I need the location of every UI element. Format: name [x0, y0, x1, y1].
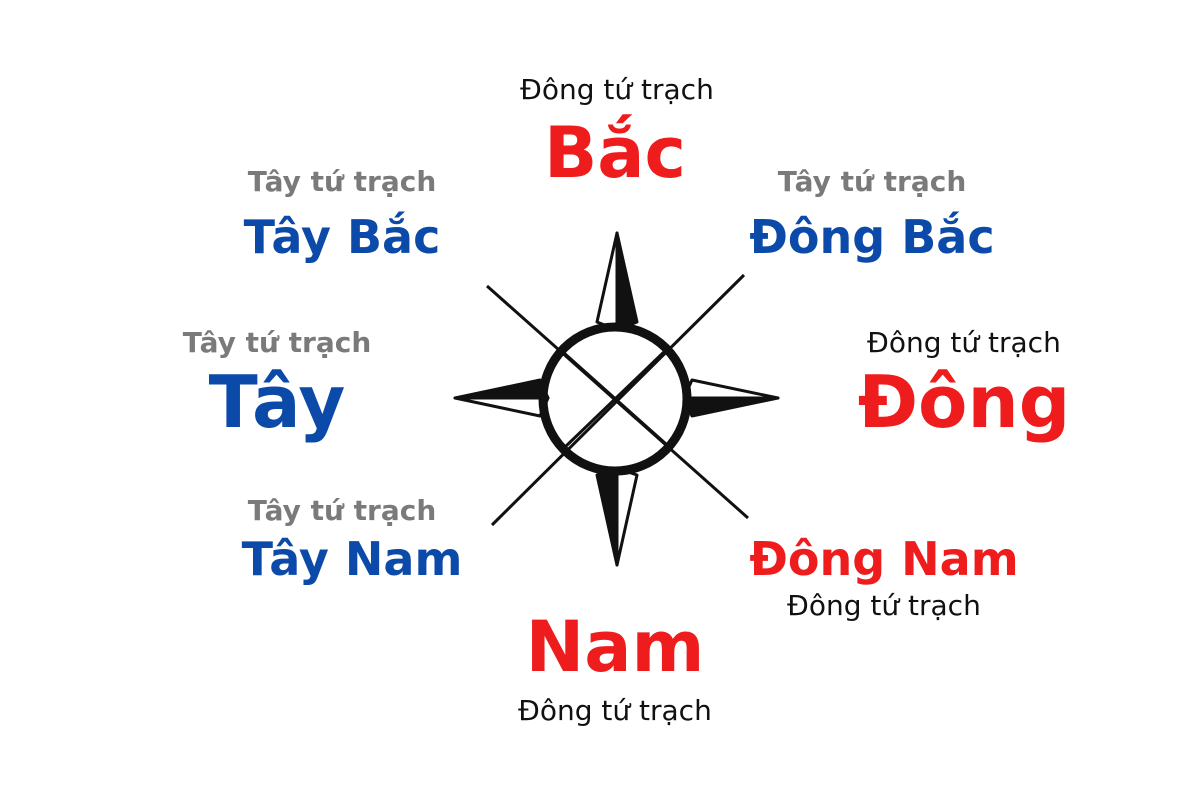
south-point-icon	[595, 466, 639, 567]
northwest-group-label: Tây tứ trạch	[247, 165, 437, 198]
northeast-direction-label: Đông Bắc	[749, 210, 995, 264]
inner-line-b	[562, 348, 668, 450]
east-group-label: Đông tứ trạch	[867, 326, 1061, 359]
southeast-group-label: Đông tứ trạch	[787, 589, 981, 622]
south-group-label: Đông tứ trạch	[518, 694, 712, 727]
compass-ring	[538, 322, 692, 476]
west-direction-label: Tây	[208, 360, 346, 444]
north-direction-label: Bắc	[543, 112, 687, 194]
southwest-direction-label: Tây Nam	[241, 532, 463, 586]
southeast-direction-label: Đông Nam	[749, 532, 1019, 586]
east-point-icon	[682, 378, 780, 418]
northwest-direction-label: Tây Bắc	[243, 210, 441, 264]
west-group-label: Tây tứ trạch	[182, 326, 372, 359]
east-direction-label: Đông	[857, 360, 1071, 444]
north-group-label: Đông tứ trạch	[520, 73, 714, 106]
west-point-icon	[453, 378, 550, 418]
southwest-group-label: Tây tứ trạch	[247, 494, 437, 527]
north-point-icon	[595, 231, 639, 332]
south-direction-label: Nam	[525, 606, 705, 688]
northeast-group-label: Tây tứ trạch	[777, 165, 967, 198]
